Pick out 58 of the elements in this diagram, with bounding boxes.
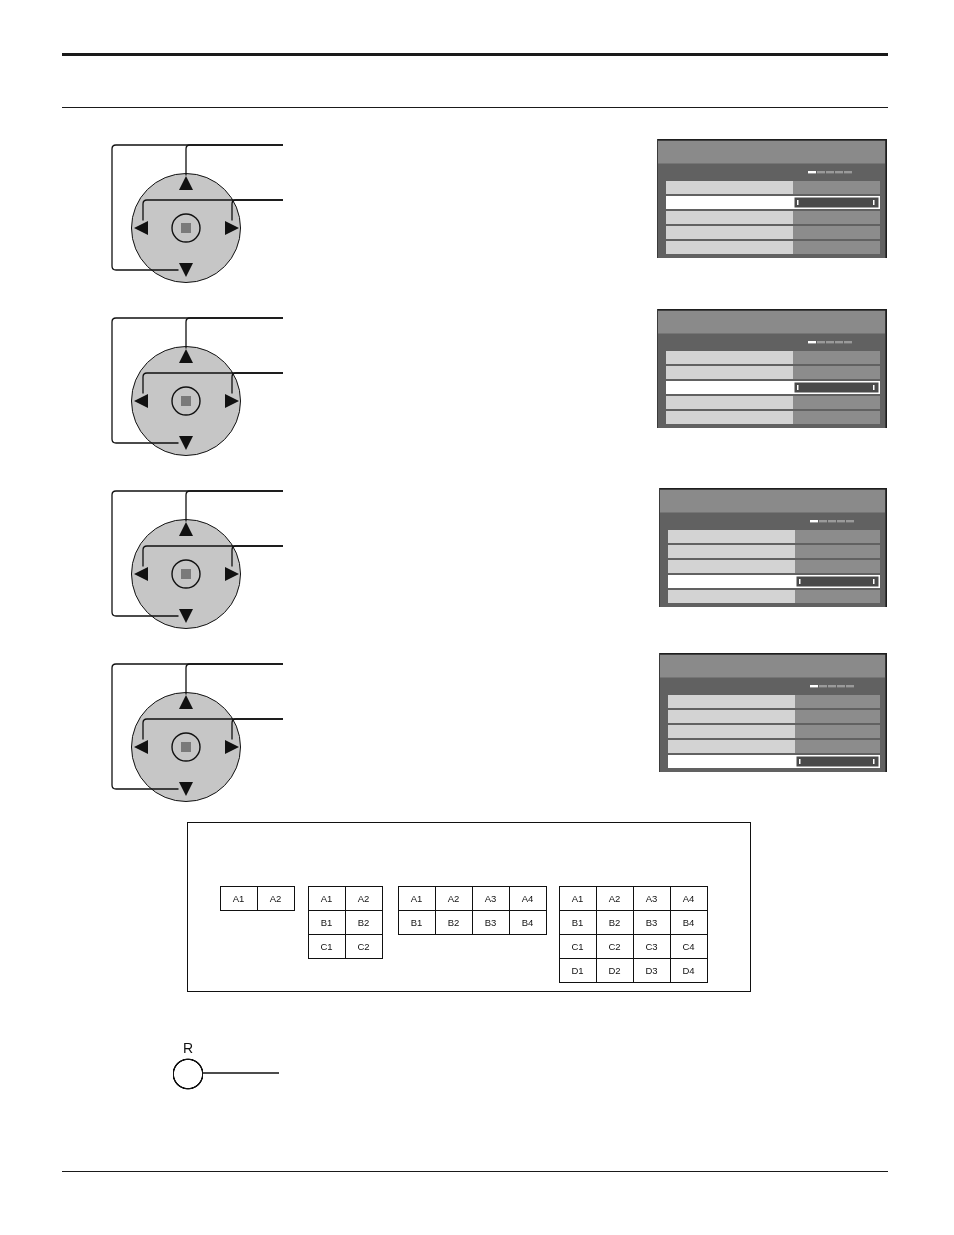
up-arrow-key (178, 521, 193, 536)
grid-cell: B4 (670, 910, 707, 934)
grid-cell: B1 (398, 910, 435, 934)
down-arrow-key (178, 435, 193, 450)
grid-cell: A2 (435, 886, 472, 910)
up-arrow-key (178, 348, 193, 363)
grid-cell: A1 (559, 886, 596, 910)
grid-cell: A4 (509, 886, 546, 910)
grid-cell: A1 (398, 886, 435, 910)
grid-cell: A1 (308, 886, 345, 910)
grid-cell: A3 (472, 886, 509, 910)
grid-cell: B1 (308, 910, 345, 934)
up-arrow-key (178, 175, 193, 190)
grid-cell: C3 (633, 934, 670, 958)
down-arrow-key (178, 781, 193, 796)
leader-line (231, 199, 284, 222)
right-arrow-key (224, 393, 239, 408)
round-button: R (173, 1040, 203, 1090)
grid-cell: B2 (435, 910, 472, 934)
grid-cell: A2 (596, 886, 633, 910)
up-arrow-key (178, 694, 193, 709)
grid-cell: A2 (345, 886, 382, 910)
right-arrow-key (224, 566, 239, 581)
leader-line (111, 490, 284, 617)
grid-cell: C2 (345, 934, 382, 958)
left-arrow-key (133, 220, 148, 235)
grid-cell: B1 (559, 910, 596, 934)
grid-cell: B3 (472, 910, 509, 934)
grid-cell: B4 (509, 910, 546, 934)
grid-cell: C1 (308, 934, 345, 958)
grid-cell: B3 (633, 910, 670, 934)
right-arrow-key (224, 739, 239, 754)
left-arrow-key (133, 566, 148, 581)
left-arrow-key (133, 393, 148, 408)
grid-cell: C1 (559, 934, 596, 958)
grid-cell: C2 (596, 934, 633, 958)
leader-line (111, 663, 284, 790)
grid-cell: D3 (633, 958, 670, 982)
grid-cell: D1 (559, 958, 596, 982)
right-arrow-key (224, 220, 239, 235)
down-arrow-key (178, 608, 193, 623)
left-arrow-key (133, 739, 148, 754)
grid-cell: D4 (670, 958, 707, 982)
grid-cell: A1 (220, 886, 257, 910)
leader-line (111, 144, 284, 271)
grid-cell: A3 (633, 886, 670, 910)
grid-cell: A2 (257, 886, 294, 910)
grid-cell: A4 (670, 886, 707, 910)
grid-cell: B2 (596, 910, 633, 934)
leader-line (231, 545, 284, 568)
grid-cell: D2 (596, 958, 633, 982)
leader-line (231, 372, 284, 395)
grid-cell: B2 (345, 910, 382, 934)
grid-cell: C4 (670, 934, 707, 958)
leader-line (202, 1072, 280, 1074)
leader-line (111, 317, 284, 444)
down-arrow-key (178, 262, 193, 277)
leader-line (231, 718, 284, 741)
